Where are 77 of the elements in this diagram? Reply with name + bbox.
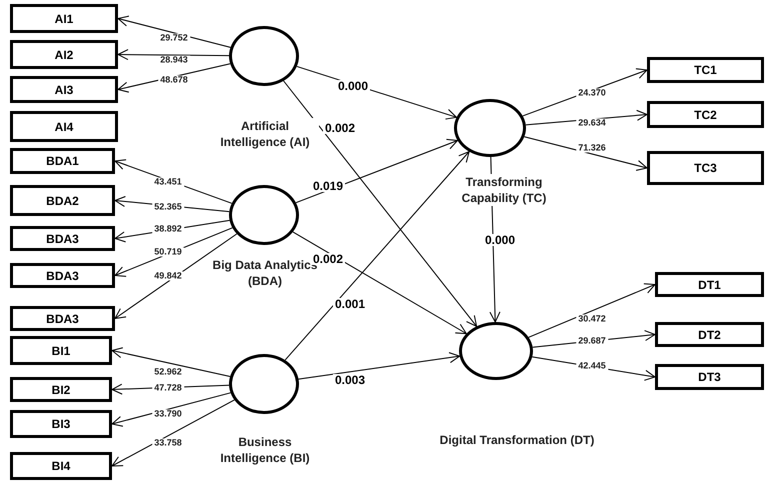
- edge-label: 28.943: [158, 56, 190, 64]
- arrow: [112, 392, 232, 427]
- indicator-label: BDA3: [46, 310, 79, 328]
- arrow: [292, 231, 467, 334]
- indicator-box: [10, 226, 115, 251]
- edge-label: 0.003: [332, 374, 368, 386]
- indicator-label: AI1: [54, 10, 74, 28]
- arrow: [112, 347, 231, 378]
- arrow: [118, 49, 230, 60]
- indicator-box: [647, 151, 764, 185]
- indicator-label: DT1: [698, 276, 721, 294]
- indicator-box: [10, 377, 112, 402]
- indicator-box: [10, 306, 115, 331]
- indicator-label: BDA2: [46, 192, 79, 210]
- indicator-label: BDA3: [46, 230, 79, 248]
- arrow: [283, 80, 478, 327]
- indicator-label: AI4: [54, 118, 74, 136]
- indicator-label: TC1: [694, 62, 717, 79]
- indicator-label: DT2: [698, 326, 721, 344]
- indicator-box: [10, 410, 112, 438]
- edge-label: 49.842: [152, 272, 184, 280]
- edge-label: 47.728: [152, 384, 184, 392]
- indicator-box: [10, 148, 115, 174]
- arrow: [284, 151, 470, 361]
- arrow: [524, 136, 648, 171]
- edge-label: 0.000: [336, 80, 370, 92]
- indicator-label: BDA1: [46, 153, 79, 170]
- arrow: [295, 138, 458, 204]
- indicator-box: [10, 263, 115, 288]
- arrow: [112, 399, 235, 466]
- indicator-label: BI3: [52, 416, 70, 433]
- edge-label: 29.752: [158, 34, 190, 42]
- edge-label: 43.451: [152, 178, 184, 186]
- edge-label: 0.000: [482, 234, 518, 246]
- edge-label: 0.019: [310, 180, 346, 192]
- indicator-box: [10, 336, 112, 365]
- indicator-box: [647, 57, 764, 83]
- indicator-box: [10, 111, 118, 142]
- edge-label: 33.790: [152, 410, 184, 418]
- latent-variable-ellipse: [459, 322, 533, 380]
- indicator-box: [10, 76, 118, 103]
- edge-label: 29.634: [576, 118, 608, 128]
- indicator-box: [655, 272, 764, 297]
- indicator-box: [10, 185, 115, 216]
- indicator-box: [10, 40, 118, 69]
- indicator-label: AI2: [54, 46, 74, 64]
- arrow: [118, 16, 231, 48]
- edge-label: 0.001: [332, 298, 368, 310]
- indicator-label: BI4: [52, 458, 70, 475]
- construct-name: Digital Transformation (DT): [440, 432, 594, 448]
- edge-label: 30.472: [576, 314, 608, 324]
- indicator-box: [10, 452, 112, 480]
- arrow: [528, 283, 656, 338]
- indicator-label: TC3: [694, 160, 717, 177]
- edge-label: 0.002: [322, 122, 358, 134]
- edge-label: 50.719: [152, 248, 184, 256]
- indicator-label: BDA3: [46, 268, 79, 284]
- edge-label: 48.678: [158, 76, 190, 84]
- edge-label: 33.758: [152, 438, 184, 448]
- indicator-label: BI2: [52, 382, 70, 398]
- edge-label: 29.687: [576, 336, 608, 346]
- edge-label: 24.370: [576, 88, 608, 98]
- edge-label: 42.445: [576, 362, 608, 370]
- indicator-box: [647, 101, 764, 128]
- indicator-box: [655, 364, 764, 390]
- edge-label: 52.962: [152, 368, 184, 376]
- edge-label: 38.892: [152, 224, 184, 234]
- indicator-label: AI3: [54, 82, 74, 98]
- indicator-box: [10, 4, 118, 33]
- indicator-label: BI1: [52, 342, 70, 360]
- arrow: [298, 352, 460, 380]
- arrow: [114, 233, 238, 319]
- edge-label: 52.365: [152, 202, 184, 212]
- indicator-box: [655, 322, 764, 347]
- indicator-label: TC2: [694, 106, 717, 124]
- indicator-label: DT3: [698, 369, 721, 386]
- edge-label: 71.326: [576, 144, 608, 152]
